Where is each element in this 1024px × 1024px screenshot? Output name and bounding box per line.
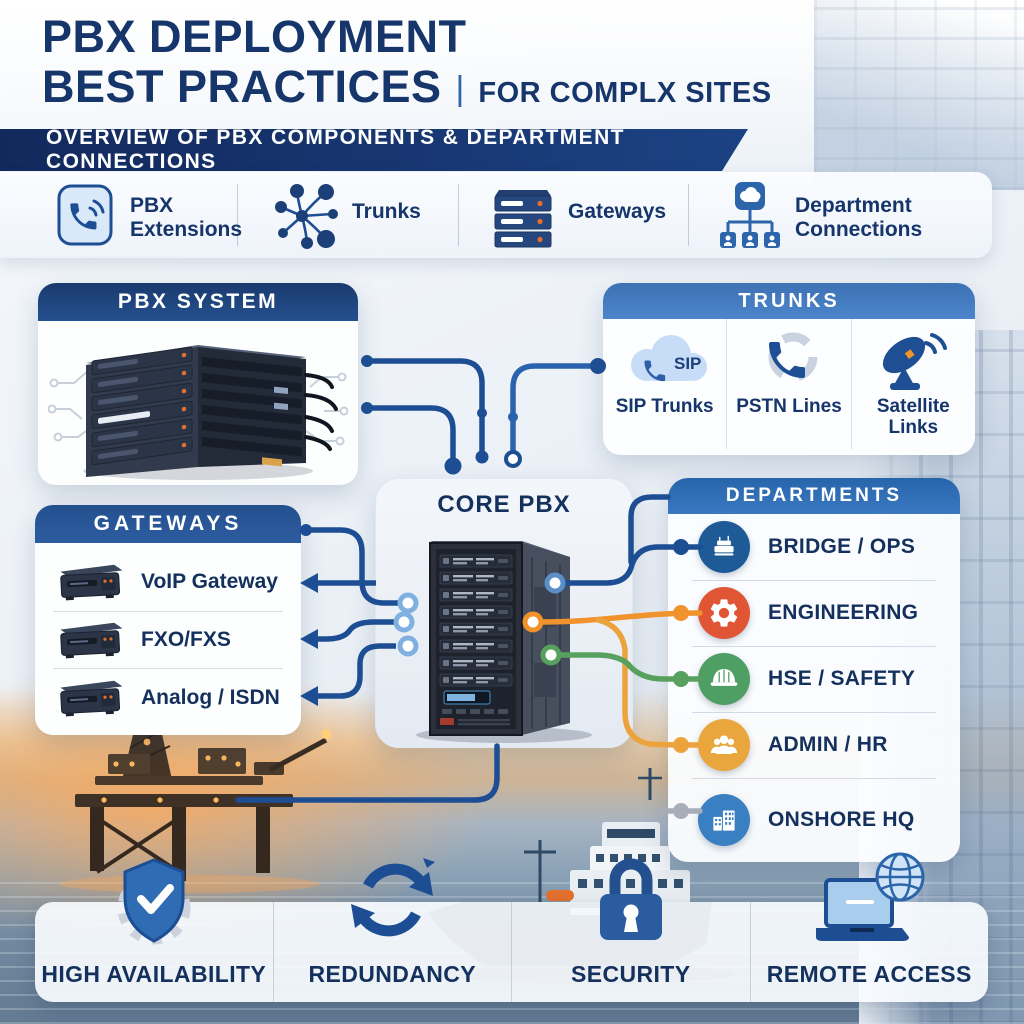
footer-label-security: SECURITY (571, 961, 691, 987)
voip-gateway-device-icon (59, 563, 125, 602)
department-divider (692, 646, 936, 647)
trunk-item-sip: SIP SIP Trunks (603, 319, 726, 449)
footer-item-high-availability: HIGH AVAILABILITY (35, 858, 273, 1002)
node-mid-1 (477, 408, 487, 418)
department-divider (692, 778, 936, 779)
gateway-divider (53, 668, 283, 669)
gateway-item-fxo-fxs: FXO/FXS (35, 612, 301, 668)
node-mid-2 (508, 412, 518, 422)
title-line2: BEST PRACTICES (42, 60, 442, 112)
gateway-stack-icon (494, 190, 552, 248)
gateway-label-analog-isdn: Analog / ISDN (141, 686, 280, 709)
legend-divider (237, 184, 238, 246)
footer-label-remote-access: REMOTE ACCESS (766, 961, 972, 987)
department-item-engineering: ENGINEERING (668, 580, 960, 646)
arrowhead-voip (300, 573, 318, 593)
legend-label-trunks: Trunks (352, 200, 421, 223)
footer-label-redundancy: REDUNDANCY (308, 961, 477, 987)
node-gateway-feed (300, 524, 312, 536)
title-subtitle: FOR COMPLX SITES (478, 76, 772, 109)
line-pbx-to-core-2 (364, 405, 456, 463)
pbx-system-panel: PBX SYSTEM (38, 283, 358, 485)
node-core-top-1 (475, 450, 489, 464)
padlock-icon (599, 858, 662, 940)
satellite-dish-icon (883, 333, 948, 390)
pbx-system-header: PBX SYSTEM (38, 283, 358, 321)
department-divider (692, 580, 936, 581)
legend-label-gateways: Gateways (568, 200, 667, 223)
department-divider (692, 712, 936, 713)
fxo-fxs-device-icon (59, 621, 125, 660)
gateway-item-voip: VoIP Gateway (35, 553, 301, 611)
gateways-header: GATEWAYS (35, 505, 301, 543)
arrowhead-fxo (300, 629, 318, 649)
footer-item-security: SECURITY (511, 858, 750, 1002)
gateway-divider (53, 611, 283, 612)
footer-item-redundancy: REDUNDANCY (272, 858, 512, 1002)
departments-header: DEPARTMENTS (668, 478, 960, 514)
node-pbx-out-2 (361, 402, 373, 414)
trunk-label-pstn: PSTN Lines (736, 396, 842, 417)
legend-strip: PBX Extensions Trunks (0, 172, 992, 258)
line-trunks-to-core (510, 363, 601, 453)
department-tree-icon (720, 182, 780, 248)
phone-extension-icon (57, 184, 113, 246)
legend-divider (688, 184, 689, 246)
department-item-admin-hr: ADMIN / HR (668, 712, 960, 778)
building-icon (698, 794, 750, 846)
gateways-panel: GATEWAYS VoIP Gateway (35, 505, 301, 735)
line-core-to-dept-header (628, 494, 671, 565)
gateway-item-analog-isdn: Analog / ISDN (35, 669, 301, 727)
department-item-hse-safety: HSE / SAFETY (668, 646, 960, 712)
pstn-handset-icon (768, 332, 818, 382)
hard-hat-icon (698, 653, 750, 705)
title-line1: PBX DEPLOYMENT (42, 11, 467, 62)
department-label-admin-hr: ADMIN / HR (768, 733, 888, 756)
sip-cloud-phone-icon: SIP (630, 335, 707, 382)
background-top-fade (0, 0, 1024, 150)
trunks-header: TRUNKS (603, 283, 975, 319)
department-label-engineering: ENGINEERING (768, 601, 919, 624)
page-title: PBX DEPLOYMENT BEST PRACTICES | FOR COMP… (42, 11, 772, 113)
core-pbx-server-illustration (416, 541, 592, 743)
bridge-console-icon (698, 521, 750, 573)
legend-divider (458, 184, 459, 246)
svg-text:SIP: SIP (674, 354, 701, 373)
department-item-onshore-hq: ONSHORE HQ (668, 778, 960, 862)
department-label-hse-safety: HSE / SAFETY (768, 667, 916, 690)
overview-banner: OVERVIEW OF PBX COMPONENTS & DEPARTMENT … (0, 129, 748, 171)
gateway-label-fxo-fxs: FXO/FXS (141, 628, 231, 651)
footer-label-high-availability: HIGH AVAILABILITY (41, 961, 267, 987)
node-pbx-out-1 (361, 355, 373, 367)
node-core-top-2 (444, 457, 462, 475)
node-core-top-open (504, 450, 522, 468)
department-item-bridge-ops: BRIDGE / OPS (668, 514, 960, 580)
trunks-panel: TRUNKS SIP SIP Trunks PSTN Line (603, 283, 975, 455)
cycle-arrows-icon (351, 858, 436, 937)
department-label-bridge-ops: BRIDGE / OPS (768, 535, 916, 558)
trunk-item-pstn: PSTN Lines (726, 319, 850, 449)
legend-label-pbx-extensions: PBX Extensions (130, 194, 243, 241)
footer-item-remote-access: REMOTE ACCESS (749, 852, 989, 1002)
trunk-item-satellite: Satellite Links (850, 319, 975, 449)
core-pbx-title: CORE PBX (437, 491, 571, 518)
pbx-server-illustration (48, 345, 348, 480)
analog-isdn-device-icon (59, 679, 125, 718)
trunk-label-satellite: Satellite Links (876, 396, 950, 438)
departments-panel: DEPARTMENTS BRIDGE / OPS ENGINEERING (668, 478, 960, 862)
department-label-onshore-hq: ONSHORE HQ (768, 808, 915, 831)
trunk-label-sip: SIP Trunks (615, 396, 714, 417)
gear-icon (698, 587, 750, 639)
title-separator: | (455, 69, 465, 108)
trunk-network-icon (275, 184, 338, 249)
footer-strip: HIGH AVAILABILITY REDUNDANCY SECURITY (35, 852, 989, 1002)
laptop-globe-icon (816, 852, 925, 941)
line-pbx-to-core-1 (364, 358, 485, 455)
people-icon (698, 719, 750, 771)
background-industrial-topright (814, 0, 1024, 190)
shield-check-icon (117, 858, 191, 945)
core-pbx-panel: CORE PBX (375, 478, 633, 748)
gateway-label-voip: VoIP Gateway (141, 570, 278, 593)
legend-label-department-connections: Department Connections (795, 194, 923, 241)
